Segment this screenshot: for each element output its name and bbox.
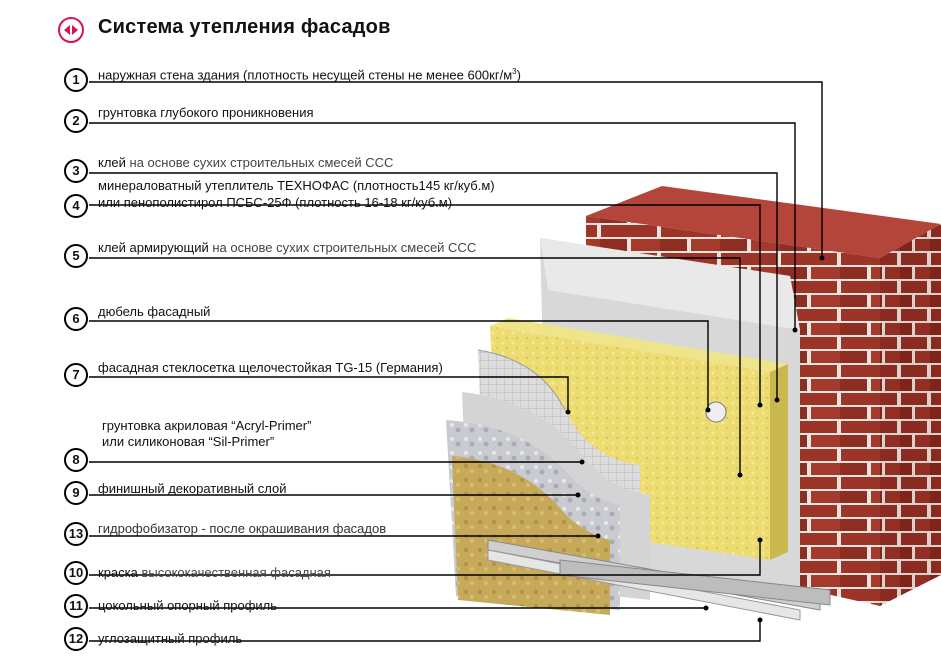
primer-label-line2: или силиконовая “Sil-Primer” (102, 434, 275, 449)
layer-label-4b: или пенополистирол ПСБС-25Ф (плотность 1… (98, 195, 453, 210)
layer-label-4a: минераловатный утеплитель ТЕХНОФАС (плот… (98, 178, 495, 193)
layer-number-3: 3 (64, 159, 88, 183)
layer-label-1: наружная стена здания (плотность несущей… (98, 67, 521, 83)
layer-label-10: краска высококачественная фасадная (98, 565, 331, 580)
layer-number-2: 2 (64, 109, 88, 133)
leader-lines (89, 81, 823, 642)
layer-label-11: цокольный опорный профиль (98, 598, 278, 613)
layer-number-1: 1 (64, 68, 88, 92)
dowel-head (705, 401, 727, 423)
layer-label-13: гидрофобизатор - после окрашивания фасад… (98, 521, 387, 536)
layer-label-9: финишный декоративный слой (98, 481, 287, 496)
layer-label-3: клей на основе сухих строительных смесей… (98, 155, 394, 170)
page-title: Система утепления фасадов (98, 16, 391, 38)
layer-number-8: 8 (64, 448, 88, 472)
corner-profile (559, 559, 831, 606)
layer-label-12: углозащитный профиль (98, 631, 243, 646)
layer-number-4: 4 (64, 194, 88, 218)
layer-label-5: клей армирующий на основе сухих строител… (98, 240, 477, 255)
double-arrow-logo-icon (58, 17, 84, 43)
brick-wall-side (880, 224, 941, 606)
layer-number-10: 10 (64, 561, 88, 585)
layer-number-9: 9 (64, 481, 88, 505)
layer-number-7: 7 (64, 363, 88, 387)
layer-number-11: 11 (64, 594, 88, 618)
primer-label-line1: грунтовка акриловая “Acryl-Primer” (102, 418, 312, 433)
layer-number-6: 6 (64, 307, 88, 331)
brick-wall-top (586, 186, 941, 258)
layer-label-2: грунтовка глубокого проникновения (98, 105, 314, 120)
layer-label-6: дюбель фасадный (98, 304, 211, 319)
layer-number-5: 5 (64, 244, 88, 268)
layer-number-13: 13 (64, 522, 88, 546)
layer-number-12: 12 (64, 627, 88, 651)
layer-label-7: фасадная стеклосетка щелочестойкая TG-15… (98, 360, 443, 375)
